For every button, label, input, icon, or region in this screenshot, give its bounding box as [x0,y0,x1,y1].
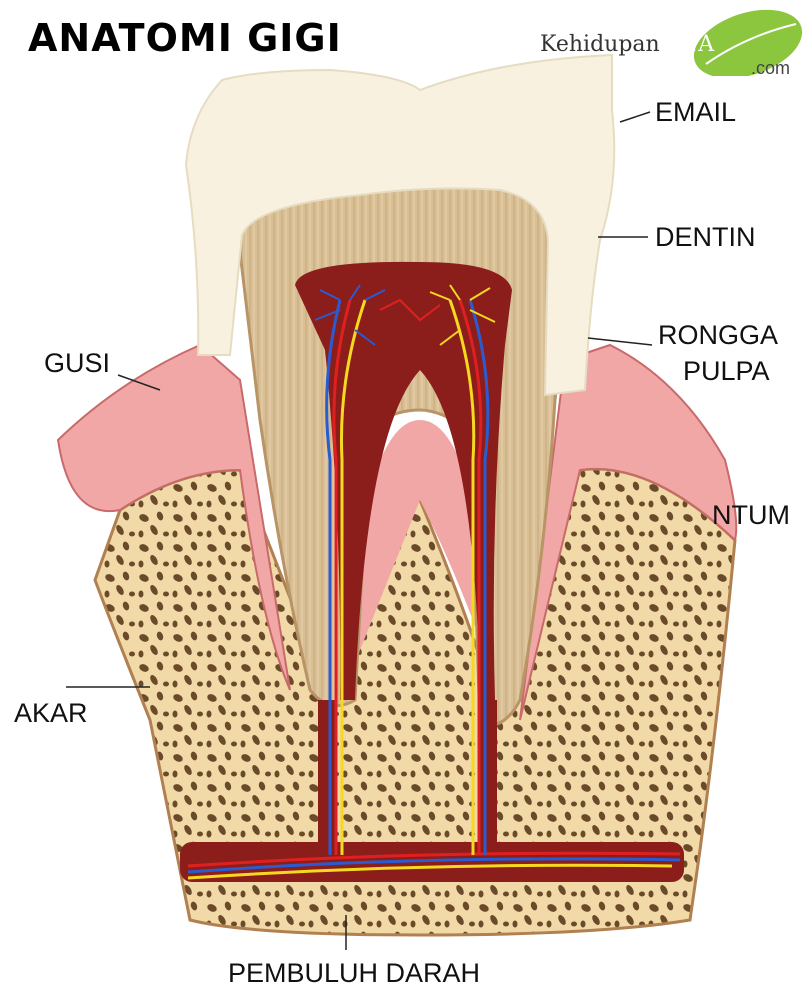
label-email: EMAIL [655,97,737,127]
blood-vessels [187,299,681,880]
gum-right [519,343,738,721]
diagram-title: ANATOMI GIGI [28,16,342,60]
label-akar: AKAR [14,698,88,728]
site-logo: KehidupanKITA .com [538,6,808,78]
label-rongga: RONGGA [658,320,779,350]
label-dentin: DENTIN [655,222,756,252]
leader-lines [66,111,653,950]
label-periodontium-partial: NTUM [712,500,790,530]
label-pulpa: PULPA [683,356,770,386]
enamel-crown [184,53,616,397]
logo-text: KehidupanKITA [540,32,714,57]
logo-suffix: .com [751,58,791,78]
label-gusi: GUSI [44,348,111,378]
logo-prefix: Kehidupan [540,32,660,57]
pulp-capillaries [314,284,496,346]
logo-brand: KITA [659,32,715,57]
gum-inter-radicular [340,420,500,700]
gum-left [56,343,291,691]
pulp-cavity [295,261,512,700]
label-pembuluh-darah: PEMBULUH DARAH [228,958,481,988]
leaf-icon [693,9,803,76]
